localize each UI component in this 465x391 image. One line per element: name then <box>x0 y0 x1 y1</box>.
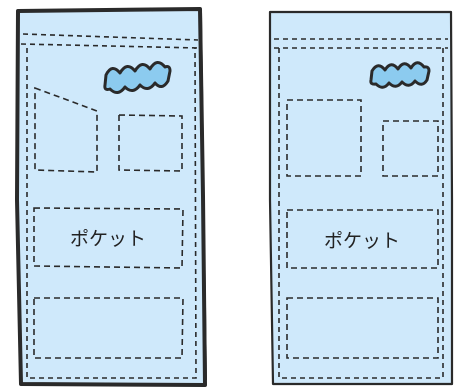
left-small-pocket <box>118 114 183 172</box>
left-top-stitch-2 <box>20 43 200 49</box>
left-organizer-panel: ポケット <box>15 7 207 387</box>
left-top-stitch-1 <box>22 33 199 41</box>
left-pocket-label: ポケット <box>70 228 146 250</box>
right-organizer-panel: ポケット <box>268 10 454 386</box>
right-middle-pocket <box>286 209 439 269</box>
right-panel-body <box>268 10 454 386</box>
right-pocket-label: ポケット <box>324 230 400 252</box>
left-middle-pocket <box>33 207 184 269</box>
left-slanted-pocket <box>34 86 98 173</box>
left-panel-body <box>15 7 207 387</box>
wavy-badge-icon <box>103 61 172 94</box>
left-panel-outer-shadow <box>200 11 207 381</box>
right-perimeter-stitch <box>278 48 444 379</box>
wavy-badge-icon-right <box>369 61 431 89</box>
right-upper-right-pocket <box>382 120 439 177</box>
right-upper-left-pocket <box>286 99 362 177</box>
right-bottom-pocket <box>286 297 439 359</box>
left-perimeter-stitch <box>26 47 197 379</box>
